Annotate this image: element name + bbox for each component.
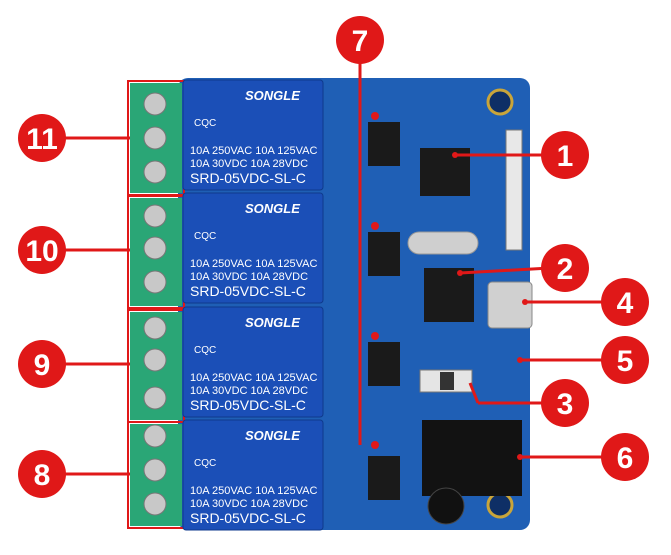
- callout-1: 1: [541, 131, 589, 179]
- optocoupler: [368, 342, 400, 386]
- mount-hole: [486, 88, 514, 116]
- mount-hole: [486, 491, 514, 519]
- usb-port: [487, 281, 533, 329]
- led-marker: [371, 441, 379, 449]
- callout-label: 6: [617, 442, 634, 475]
- optocoupler: [368, 122, 400, 166]
- terminal-block-4: [130, 424, 182, 526]
- relay-brand: SONGLE: [245, 428, 300, 443]
- led-marker: [371, 222, 379, 230]
- optocoupler: [368, 232, 400, 276]
- callout-label: 7: [352, 25, 369, 58]
- dc-jack: [422, 420, 522, 496]
- relay-model: SRD-05VDC-SL-C: [190, 283, 306, 299]
- leader-end-dot: [457, 270, 463, 276]
- capacitor: [427, 487, 465, 525]
- callout-4: 4: [601, 278, 649, 326]
- callout-9: 9: [18, 340, 66, 388]
- relay-cert: CQC: [194, 458, 216, 469]
- callout-2: 2: [541, 244, 589, 292]
- relay-cert: CQC: [194, 345, 216, 356]
- callout-label: 8: [34, 459, 51, 492]
- relay-rating-2: 10A 30VDC 10A 28VDC: [190, 271, 308, 283]
- callout-6: 6: [601, 433, 649, 481]
- leader-2: [459, 266, 551, 275]
- callout-3: 3: [541, 379, 589, 427]
- relay-rating-1: 10A 250VAC 10A 125VAC: [190, 485, 317, 497]
- callout-label: 4: [617, 287, 634, 320]
- callout-label: 10: [25, 235, 58, 268]
- relay-rating-2: 10A 30VDC 10A 28VDC: [190, 498, 308, 510]
- relay-brand: SONGLE: [245, 315, 300, 330]
- relay-rating-2: 10A 30VDC 10A 28VDC: [190, 158, 308, 170]
- callout-label: 11: [26, 123, 58, 156]
- callout-8: 8: [18, 450, 66, 498]
- relay-model: SRD-05VDC-SL-C: [190, 510, 306, 526]
- optocoupler: [368, 456, 400, 500]
- led-marker: [371, 112, 379, 120]
- terminal-block-2: [130, 198, 182, 306]
- relay-brand: SONGLE: [245, 201, 300, 216]
- relay-model: SRD-05VDC-SL-C: [190, 170, 306, 186]
- relay-model: SRD-05VDC-SL-C: [190, 397, 306, 413]
- switch-knob: [440, 372, 454, 390]
- led-marker: [371, 332, 379, 340]
- leader-end-dot: [517, 454, 523, 460]
- callout-label: 1: [557, 140, 574, 173]
- callout-10: 10: [18, 226, 66, 274]
- callout-label: 5: [617, 345, 634, 378]
- leader-end-dot: [522, 299, 528, 305]
- callout-label: 2: [557, 253, 574, 286]
- pin-header: [505, 129, 523, 251]
- leader-end-dot: [452, 152, 458, 158]
- callout-label: 9: [34, 349, 51, 382]
- leader-end-dot: [517, 357, 523, 363]
- callout-5: 5: [601, 336, 649, 384]
- relay-cert: CQC: [194, 118, 216, 129]
- relay-rating-2: 10A 30VDC 10A 28VDC: [190, 385, 308, 397]
- terminal-block-3: [130, 312, 182, 420]
- relay-rating-1: 10A 250VAC 10A 125VAC: [190, 258, 317, 270]
- relay-rating-1: 10A 250VAC 10A 125VAC: [190, 372, 317, 384]
- callout-11: 11: [18, 114, 66, 162]
- leader-3: [468, 382, 480, 404]
- relay-brand: SONGLE: [245, 88, 300, 103]
- callout-label: 3: [557, 388, 574, 421]
- crystal-oscillator: [407, 231, 479, 255]
- relay-cert: CQC: [194, 231, 216, 242]
- ic-chip-2: [424, 268, 474, 322]
- callout-7: 7: [336, 16, 384, 64]
- terminal-block-1: [130, 83, 182, 193]
- relay-rating-1: 10A 250VAC 10A 125VAC: [190, 145, 317, 157]
